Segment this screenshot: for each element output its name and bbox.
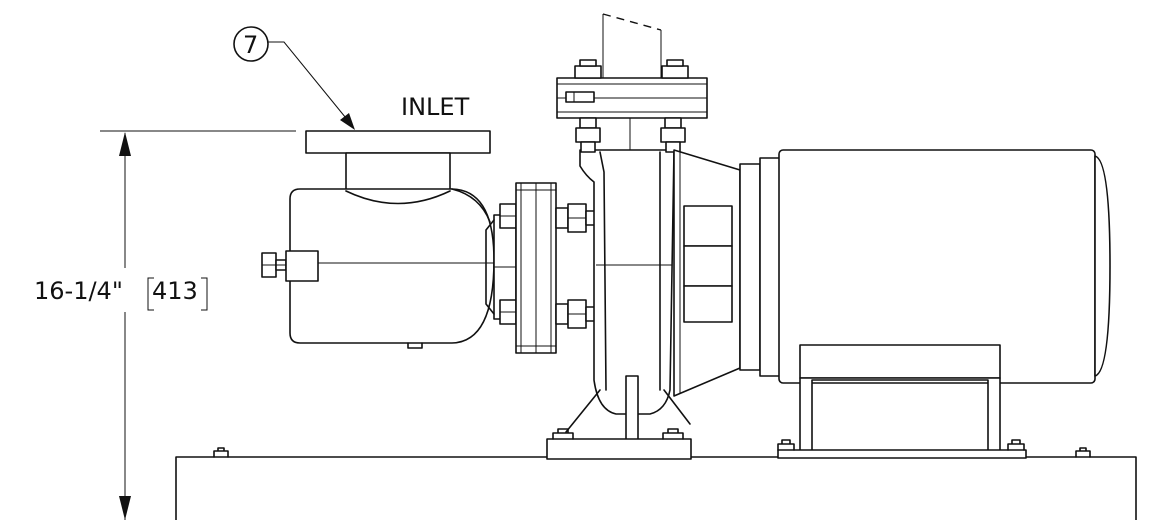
- motor-front-bell: [739, 157, 781, 377]
- discharge-bolts-bottom: [575, 117, 686, 153]
- motor-foot: [777, 344, 1027, 459]
- suction-flange: [515, 182, 557, 354]
- discharge-flange: [556, 77, 708, 119]
- base-bolts: [213, 447, 1091, 458]
- pump-foot-bolts: [552, 428, 684, 440]
- callout-number: 7: [243, 31, 258, 59]
- discharge-bolts-top: [574, 59, 689, 79]
- height-dimension: 16-1/4" 413: [28, 130, 296, 520]
- callout-7: 7: [233, 26, 355, 130]
- motor-body: [778, 149, 1111, 384]
- base-plate: [175, 456, 1137, 520]
- strainer-body: [289, 130, 495, 349]
- drain-plug-knob: [261, 250, 319, 282]
- dimension-imperial: 16-1/4": [34, 277, 123, 305]
- discharge-pipe-dashed: [602, 13, 662, 78]
- dimension-metric: 413: [152, 277, 198, 305]
- inlet-label: INLET: [401, 93, 470, 121]
- motor-foot-bolts: [777, 439, 1025, 451]
- pump-foot: [546, 375, 692, 460]
- pump-volute: [579, 118, 675, 415]
- motor-adapter: [673, 149, 741, 397]
- inlet-pipe: [485, 214, 517, 320]
- suction-flange-bolts-right: [555, 203, 597, 329]
